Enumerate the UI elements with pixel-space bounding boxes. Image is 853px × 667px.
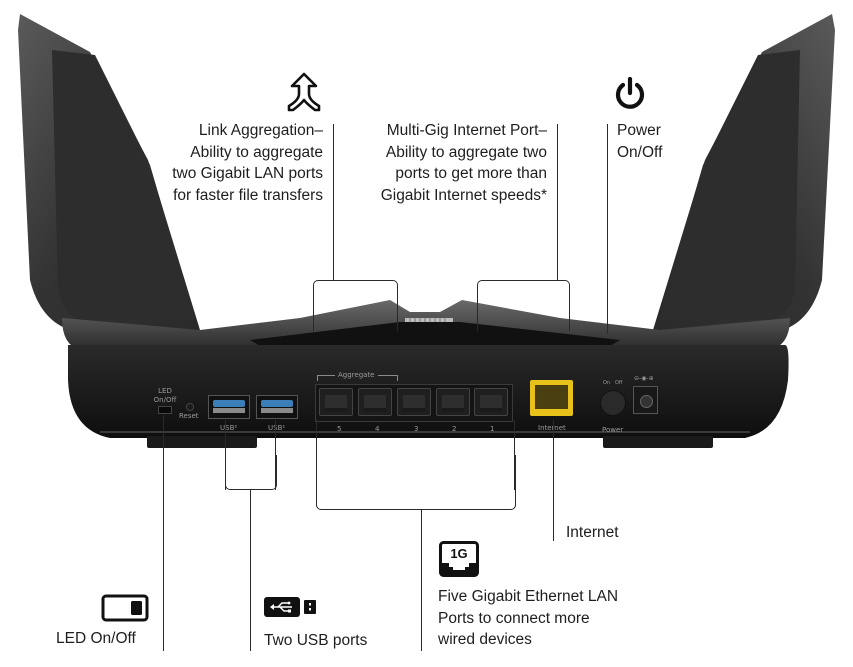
- link-aggregation-callout: Link Aggregation– Ability to aggregate t…: [172, 122, 323, 204]
- lan-port-3[interactable]: [397, 388, 431, 416]
- link-aggregation-leader: [333, 124, 335, 280]
- lan-number-2: 2: [452, 425, 457, 433]
- 1g-ethernet-port-icon: 1G: [439, 541, 479, 577]
- lan-port-1[interactable]: [474, 388, 508, 416]
- lan-number-3: 3: [414, 425, 419, 433]
- lan-number-1: 1: [490, 425, 495, 433]
- internet-port[interactable]: [530, 380, 573, 416]
- usb-drive-icon: [264, 597, 316, 617]
- led-switch[interactable]: [158, 406, 172, 414]
- internet-leader: [553, 420, 555, 541]
- dc-polarity-symbol: ⊖-◉-⊕: [634, 375, 654, 382]
- link-aggregation-bracket: [313, 280, 398, 331]
- multi-gig-leader: [557, 124, 559, 280]
- power-button[interactable]: [600, 390, 626, 416]
- power-on-label: On: [603, 380, 611, 386]
- led-leader: [163, 415, 165, 651]
- lan-port-4[interactable]: [358, 388, 392, 416]
- panel-internet-label: Internet: [538, 424, 566, 432]
- power-leader: [607, 124, 609, 334]
- panel-aggregate-label: Aggregate: [335, 371, 378, 379]
- panel-led-label: LED On/Off: [153, 387, 177, 404]
- 1g-icon-text: 1G: [450, 546, 467, 561]
- right-antenna: [653, 14, 835, 330]
- lan-port-2[interactable]: [436, 388, 470, 416]
- lan-bracket: [316, 455, 516, 510]
- usb-bracket: [225, 455, 277, 490]
- usb1-port[interactable]: [256, 395, 298, 419]
- multi-gig-callout: Multi-Gig Internet Port– Ability to aggr…: [380, 122, 547, 204]
- panel-reset-label: Reset: [179, 412, 199, 420]
- usb-callout: Two USB ports: [264, 632, 368, 649]
- led-callout: LED On/Off: [56, 630, 136, 647]
- lan-leader: [421, 509, 423, 651]
- link-aggregation-icon: [287, 72, 321, 112]
- power-callout: Power On/Off: [617, 122, 663, 161]
- lan-port-5[interactable]: [319, 388, 353, 416]
- multi-gig-bracket: [477, 280, 570, 331]
- panel-usb2-label: USB²: [220, 424, 238, 432]
- panel-power-label: Power: [602, 426, 624, 434]
- usb-leader: [250, 489, 252, 651]
- left-antenna: [18, 14, 200, 330]
- power-off-label: Off: [615, 380, 623, 386]
- reset-button[interactable]: [186, 403, 194, 411]
- power-icon: [615, 76, 645, 109]
- lan-callout: Five Gigabit Ethernet LAN Ports to conne…: [438, 588, 619, 648]
- internet-callout: Internet: [566, 524, 619, 541]
- usb2-port[interactable]: [208, 395, 250, 419]
- toggle-switch-icon: [101, 594, 149, 622]
- panel-usb1-label: USB¹: [268, 424, 286, 432]
- lan-number-5: 5: [337, 425, 342, 433]
- dc-power-jack[interactable]: [633, 386, 658, 414]
- lan-number-4: 4: [375, 425, 380, 433]
